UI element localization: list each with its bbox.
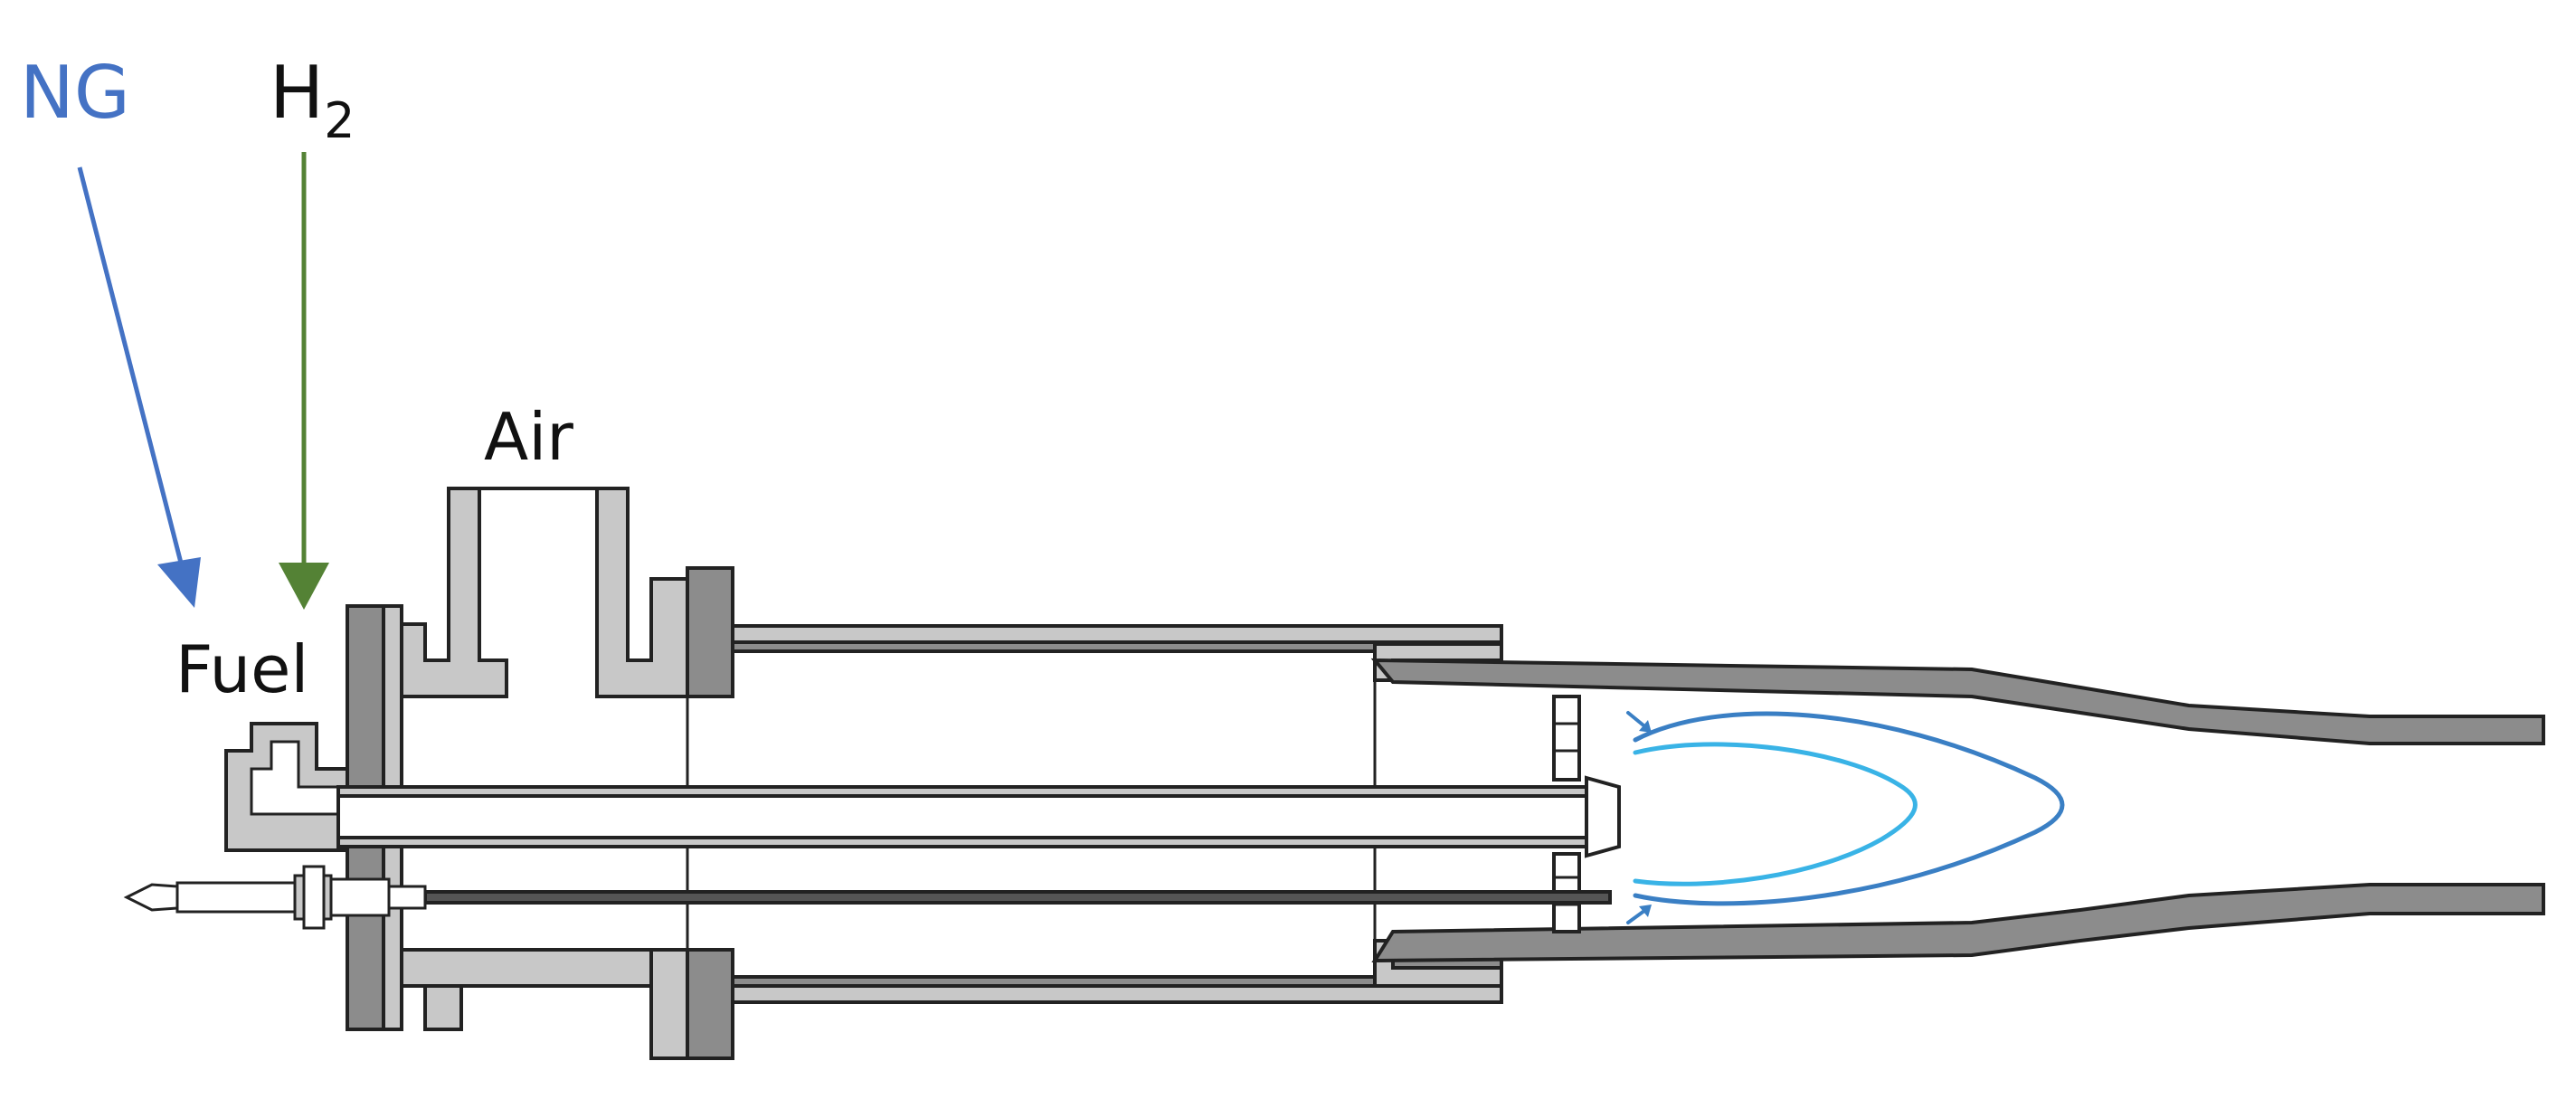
spark-plug-icon <box>123 865 427 930</box>
lance-tip <box>1585 775 1621 858</box>
flame-inner <box>1633 742 1918 886</box>
combustor-body <box>224 487 2545 1060</box>
ng-label: NG <box>20 51 130 135</box>
air-label: Air <box>484 399 573 475</box>
ignition-rod <box>423 890 1612 905</box>
air-inlet <box>400 487 508 698</box>
flame-icon <box>1626 711 2065 924</box>
h2-label-main: H <box>270 51 324 135</box>
upper-casing-front <box>686 566 734 698</box>
flame-outer <box>1633 711 2065 906</box>
lower-casing-front <box>400 948 689 988</box>
ng-arrow-icon <box>77 166 201 608</box>
h2-label-subscript: 2 <box>324 92 355 149</box>
combustor-tube-bottom <box>1371 883 2545 963</box>
fuel-label: Fuel <box>175 631 308 707</box>
h2-arrow-icon <box>279 152 329 610</box>
h2-label: H2 <box>270 51 355 149</box>
swirler-top <box>1552 695 1581 782</box>
combustor-tube-top <box>1370 658 2545 745</box>
